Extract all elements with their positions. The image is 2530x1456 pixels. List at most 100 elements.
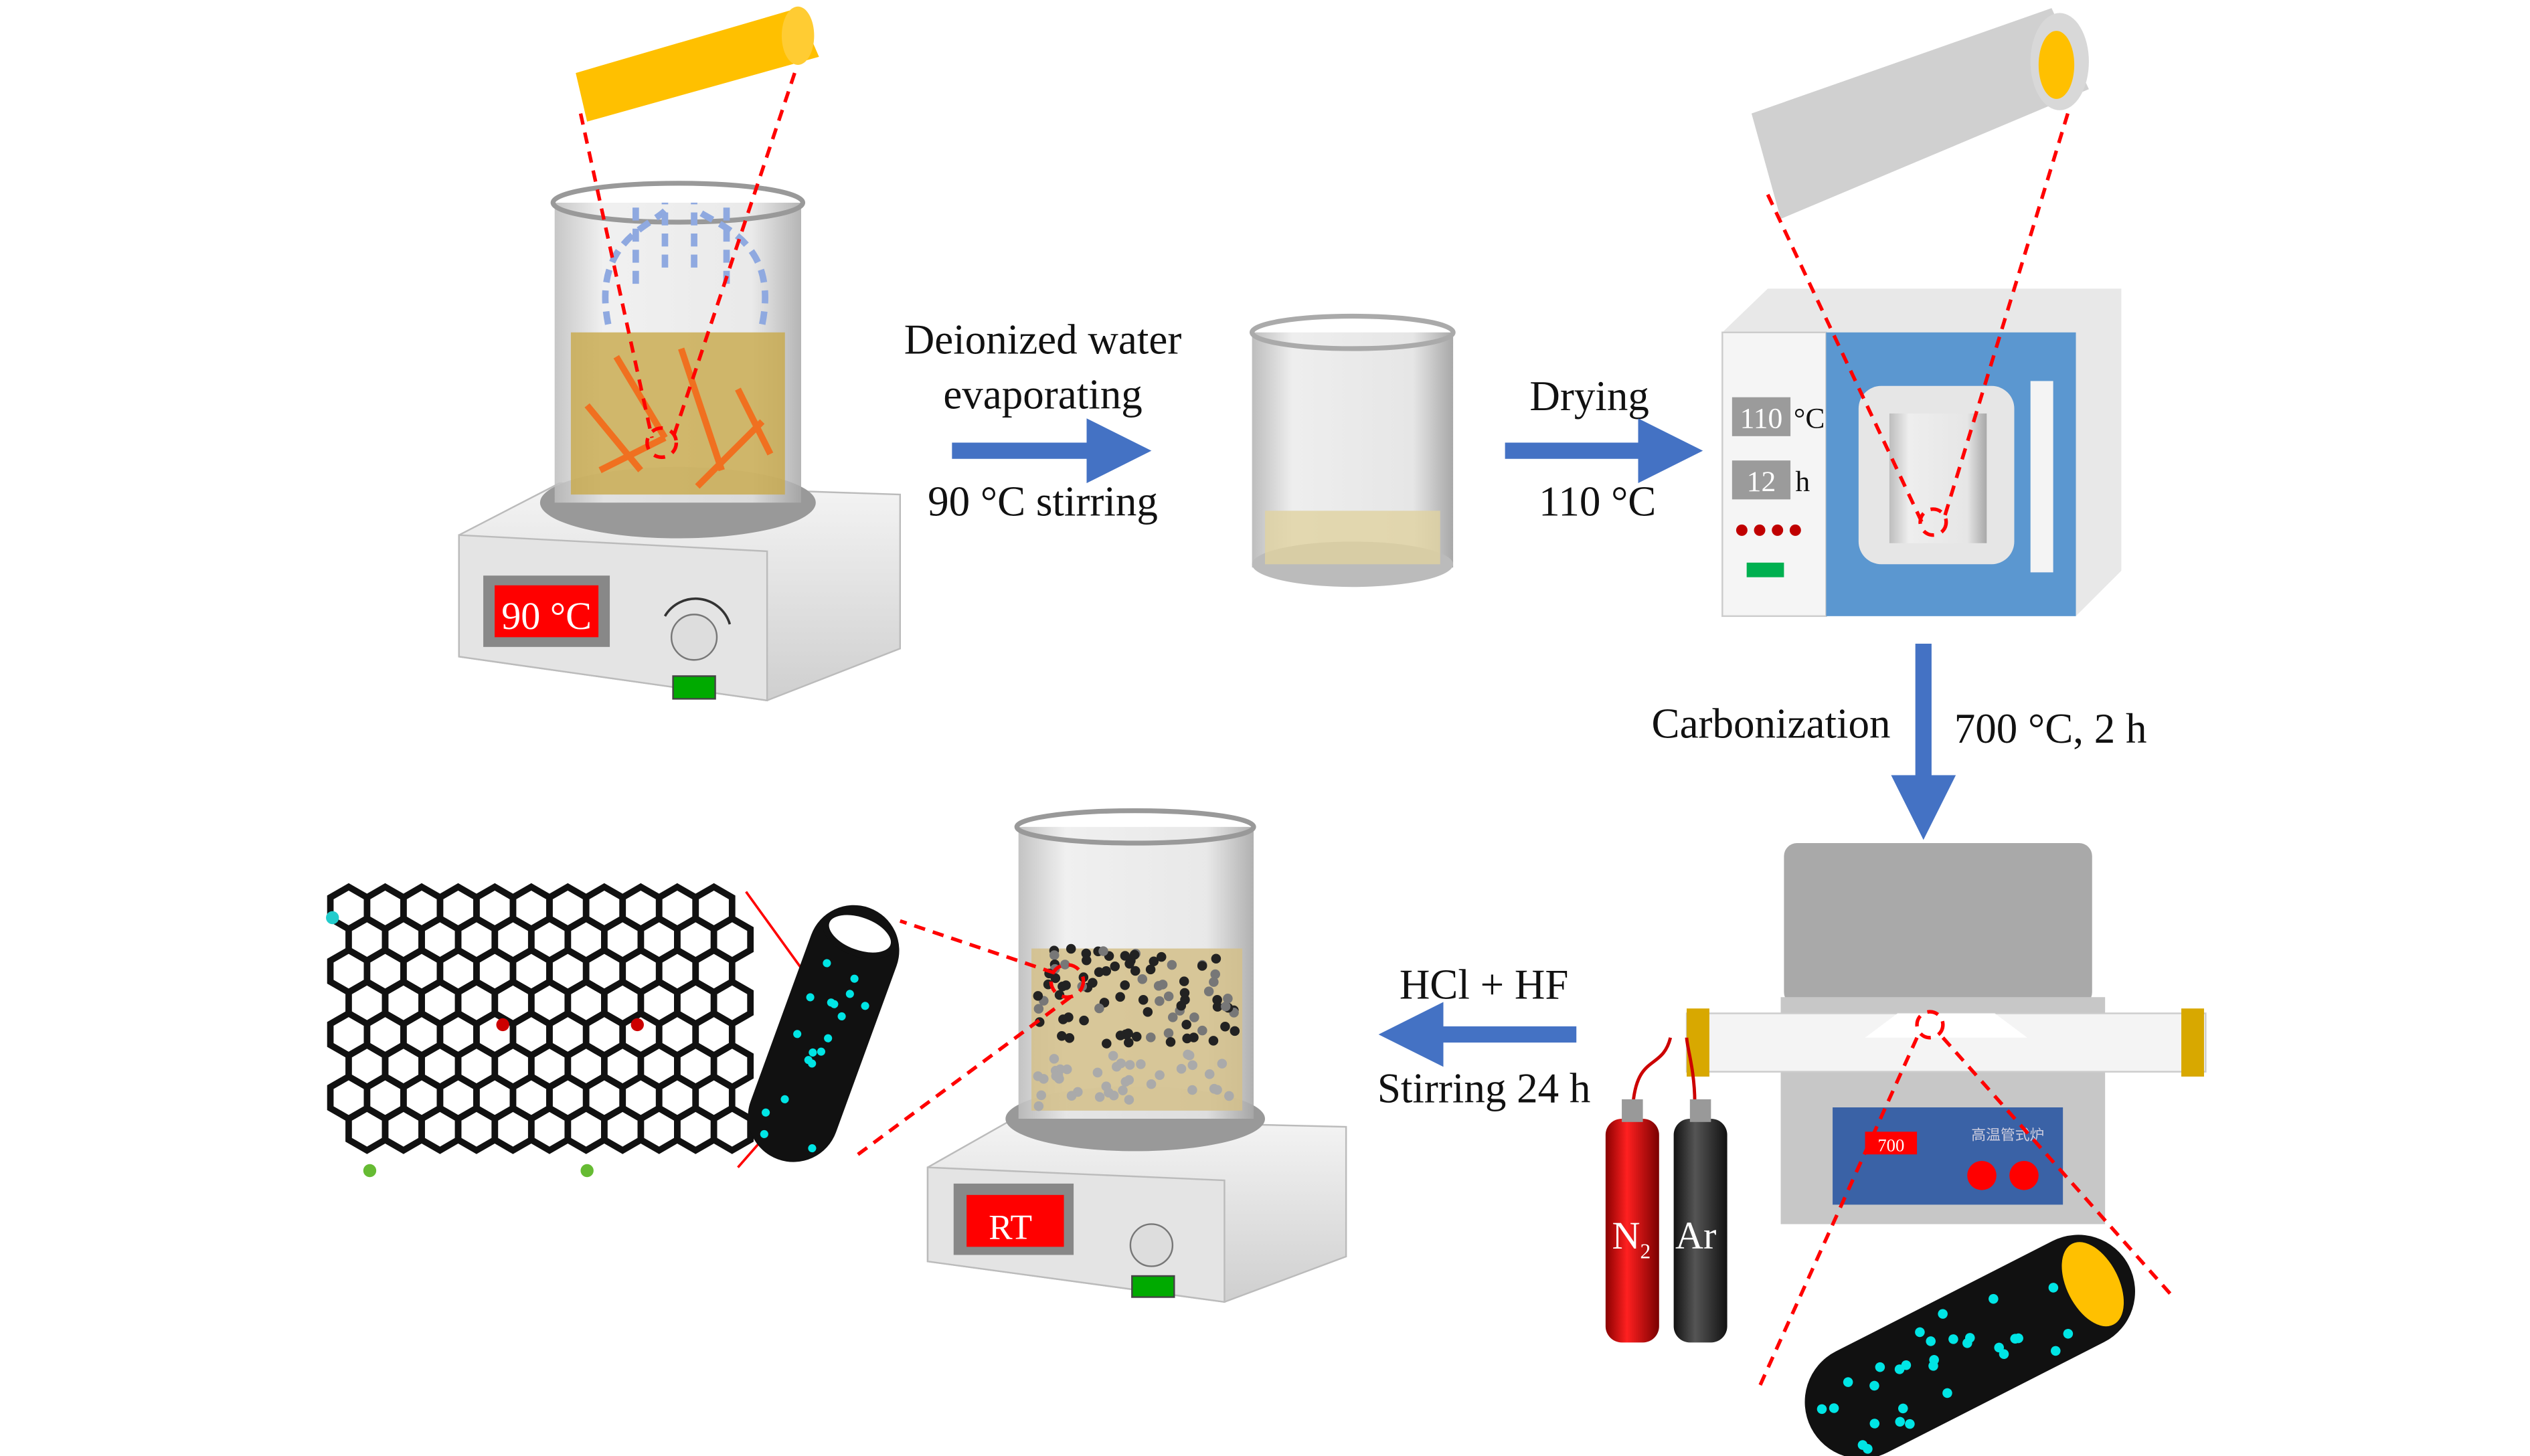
dopant-dot [837, 1012, 846, 1021]
dopant-dot [1989, 1293, 1999, 1304]
label-evaporate-condition: 90 °C stirring [928, 478, 1158, 525]
carbon-particle [1210, 969, 1220, 980]
dopant-dot [760, 1129, 768, 1138]
dopant-dot [824, 1034, 833, 1042]
dopant-atom [580, 1164, 594, 1178]
furnace-button [1967, 1160, 1997, 1190]
dopant-dot [1942, 1388, 1952, 1398]
dopant-dot [2051, 1346, 2061, 1356]
carbon-particle [1033, 1101, 1044, 1111]
nanotube-doped [1804, 1235, 2135, 1456]
carbon-particle [1131, 1032, 1142, 1042]
carbon-particle [1094, 1092, 1105, 1102]
step-acid: HCl + HF Stirring 24 h [1377, 962, 1591, 1112]
carbon-particle [1146, 1032, 1156, 1042]
hexagon-ring [637, 1104, 681, 1154]
step-carbonize: Carbonization 700 °C, 2 h [1652, 643, 2147, 840]
carbon-particle [1155, 996, 1165, 1006]
carbon-particle [1092, 1067, 1103, 1078]
oven-time-unit: h [1795, 466, 1810, 498]
knob-icon [1129, 1223, 1174, 1267]
carbon-particle [1108, 1090, 1119, 1101]
dopant-atom [496, 1018, 509, 1032]
carbon-particle [1058, 1014, 1068, 1024]
carbon-particle [1208, 1036, 1219, 1046]
dopant-dot [1905, 1419, 1915, 1429]
carbon-particle [1088, 978, 1098, 988]
carbon-particle [1211, 953, 1221, 964]
dopant-dot [804, 1056, 813, 1065]
label-carbonization: Carbonization [1652, 701, 1891, 747]
carbon-particle [1101, 1081, 1112, 1091]
carbon-particle [1064, 1033, 1075, 1043]
carbon-particle [1143, 1007, 1153, 1017]
hexagon-ring [491, 1104, 535, 1154]
carbon-particle [1124, 959, 1134, 969]
carbon-particle [1120, 980, 1130, 990]
hexagon-ring [710, 1104, 754, 1154]
carbon-particle [1098, 946, 1108, 956]
carbon-particle [1120, 951, 1130, 961]
dopant-dot [1875, 1362, 1885, 1372]
beaker-2 [1249, 313, 1456, 587]
carbon-particle [1220, 1001, 1231, 1012]
dopant-dot [793, 1030, 802, 1038]
dopant-dot [780, 1095, 789, 1103]
hexagon-ring [382, 1104, 425, 1154]
carbon-particle [1079, 1015, 1089, 1026]
dopant-dot [1948, 1334, 1958, 1344]
carbon-particle [1167, 960, 1177, 970]
dopant-atom [363, 1164, 377, 1178]
dopant-dot [1869, 1380, 1879, 1391]
carbon-particle [1110, 962, 1120, 972]
hexagon-ring [600, 1104, 645, 1154]
carbon-particle [1081, 948, 1092, 959]
indicator-lights-icon [1736, 524, 1801, 536]
oven-temp-value: 110 [1740, 403, 1783, 435]
ar-cylinder [1673, 1118, 1727, 1343]
n2-label: N2 [1612, 1214, 1651, 1263]
carbon-particle [1130, 966, 1141, 976]
label-drying-condition: 110 °C [1539, 478, 1656, 525]
dopant-dot [1999, 1349, 2009, 1359]
carbon-particle [1212, 1002, 1223, 1012]
label-evaporate-line1: Deionized water [904, 316, 1182, 363]
carbon-particle [1115, 1030, 1126, 1040]
carbon-particle [1124, 1037, 1134, 1048]
carbon-particle [1124, 1060, 1135, 1070]
carbon-particle [1163, 991, 1174, 1002]
hotplate-2: RT [850, 808, 1347, 1303]
carbon-particle [1203, 986, 1214, 996]
dopant-dot [809, 1048, 817, 1057]
carbon-particle [1033, 991, 1043, 1001]
carbon-particle [1145, 964, 1156, 975]
oven-time-value: 12 [1747, 466, 1776, 498]
dopant-dot [845, 990, 854, 998]
dopant-dot [1829, 1403, 1839, 1413]
dopant-dot [1962, 1338, 1972, 1348]
carbon-particle [1057, 1030, 1067, 1041]
hexagon-ring [345, 1104, 389, 1154]
dopant-dot [806, 993, 815, 1002]
label-acid-condition: Stirring 24 h [1377, 1065, 1591, 1112]
oven-temp-unit: °C [1794, 403, 1825, 435]
indicator-icon [672, 675, 716, 700]
step-dry: Drying 110 °C [1505, 373, 1703, 525]
carbon-particle [1118, 1085, 1128, 1095]
carbon-particle [1149, 956, 1159, 966]
hexagon-ring [674, 1104, 718, 1154]
carbon-particle [1039, 1074, 1049, 1084]
dopant-dot [827, 998, 835, 1007]
label-acid: HCl + HF [1400, 962, 1569, 1008]
dopant-dot [823, 959, 831, 968]
dopant-dot [1898, 1403, 1908, 1414]
step-evaporate: Deionized water evaporating 90 °C stirri… [904, 316, 1182, 525]
label-drying: Drying [1529, 373, 1649, 420]
furnace-display: 700 [1877, 1135, 1904, 1155]
carbon-particle [1217, 1059, 1228, 1069]
carbon-particle [1176, 1064, 1187, 1074]
carbon-particle [1120, 1077, 1131, 1087]
dopant-atom [630, 1018, 644, 1032]
carbon-particle [1108, 1051, 1118, 1061]
carbon-particle [1066, 943, 1076, 954]
